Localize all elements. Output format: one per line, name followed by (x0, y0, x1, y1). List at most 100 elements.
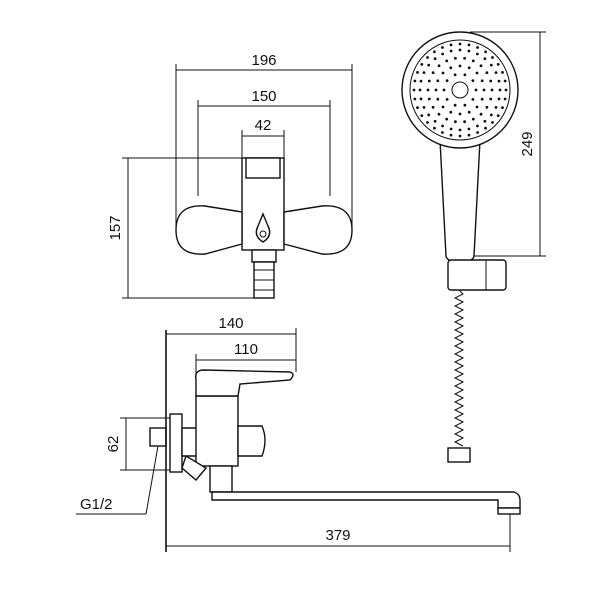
nozzle-dot (479, 112, 483, 116)
nozzle-dot (463, 56, 466, 60)
nozzle-dot (427, 63, 431, 67)
nozzle-dot (441, 52, 444, 56)
nozzle-dot (458, 128, 462, 132)
nozzle-dot (420, 63, 424, 66)
nozzle-dot (449, 110, 453, 114)
dim-front-body-width: 42 (241, 117, 285, 158)
spout (211, 491, 521, 509)
dim-side-projection: 140 (166, 315, 297, 372)
shower-handle (439, 139, 481, 263)
nozzle-dot (494, 106, 498, 109)
nozzle-dot (480, 97, 484, 101)
nozzle-dot (416, 106, 419, 109)
thread-callout: G1/2 (76, 445, 159, 515)
nozzle-dot (449, 43, 453, 47)
dim-label: 140 (218, 315, 243, 332)
nozzle-dot (426, 88, 430, 92)
nozzle-dot (482, 88, 486, 92)
nozzle-dot (467, 66, 471, 70)
nozzle-dot (489, 97, 493, 101)
side-body (195, 395, 239, 467)
nozzle-dot (475, 71, 479, 75)
nozzle-dot (458, 64, 462, 68)
nozzle-dot (449, 127, 453, 131)
shower-holder (447, 259, 507, 291)
aerator (497, 507, 521, 515)
nozzle-dot (419, 97, 423, 101)
nozzle-dot (471, 59, 475, 63)
nozzle-dot (485, 71, 489, 75)
nozzle-dot (418, 88, 422, 92)
nozzle-dot (467, 133, 471, 137)
nozzle-dot (484, 126, 487, 130)
nozzle-dot (471, 117, 475, 121)
nozzle-dot (445, 117, 449, 121)
mixer-top-cap (245, 157, 281, 179)
nozzle-dot (419, 79, 423, 83)
nozzle-dot (504, 88, 508, 92)
nozzle-dot (427, 97, 431, 101)
shower-assembly: 249 (401, 31, 546, 463)
side-connector (181, 454, 208, 481)
dim-label: 249 (519, 131, 536, 156)
nozzle-dot (437, 112, 441, 116)
nozzle-dot (449, 66, 453, 70)
nozzle-dot (501, 106, 504, 109)
spout-swivel (209, 465, 233, 493)
nozzle-dot (441, 131, 444, 134)
side-lever (194, 369, 294, 397)
nozzle-dot (497, 79, 501, 83)
nozzle-dot (413, 79, 417, 83)
shower-hose (453, 289, 465, 447)
shower-head (401, 31, 519, 149)
nozzle-dot (483, 57, 487, 61)
nozzle-dot (463, 103, 467, 107)
nozzle-dot (490, 88, 494, 92)
nozzle-dot (489, 113, 493, 117)
nozzle-dot (449, 49, 453, 53)
nozzle-dot (433, 126, 436, 130)
nozzle-dot (496, 63, 500, 66)
dim-side-height: 62 (105, 417, 170, 471)
nozzle-dot (413, 97, 417, 101)
nozzle-dot (427, 113, 431, 117)
nozzle-dot (471, 98, 475, 101)
side-view: 140 110 62 G1/2 379 (76, 315, 521, 552)
nozzle-dot (463, 120, 466, 124)
shower-center-button (451, 81, 469, 99)
nozzle-dot (431, 71, 435, 75)
nozzle-dot (476, 52, 479, 56)
nozzle-dot (437, 64, 441, 68)
diverter-knob (237, 425, 266, 457)
nozzle-dot (503, 97, 507, 101)
nozzle-dot (479, 64, 483, 68)
dim-side-lever: 110 (195, 341, 296, 396)
nozzle-dot (476, 124, 479, 128)
nozzle-dot (484, 50, 487, 54)
dim-label: 157 (107, 215, 124, 240)
dim-front-overall-width: 196 (175, 52, 353, 230)
nozzle-dot (431, 105, 435, 109)
nozzle-dot (434, 88, 438, 92)
dim-front-centers: 150 (197, 88, 331, 196)
nozzle-dot (491, 121, 494, 124)
nozzle-dot (494, 71, 498, 74)
outlet-nut (251, 249, 277, 263)
nozzle-dot (491, 56, 494, 59)
dim-front-height: 157 (107, 157, 254, 299)
dim-label: 150 (251, 88, 276, 105)
nozzle-dot (416, 71, 419, 74)
nozzle-dot (458, 112, 462, 116)
nozzle-dot (496, 114, 500, 117)
nozzle-dot (436, 97, 440, 101)
nozzle-dot (412, 88, 416, 92)
nozzle-dot (422, 71, 426, 74)
nozzle-dot (422, 106, 426, 109)
nozzle-dot (433, 119, 437, 123)
nozzle-dot (474, 88, 478, 92)
shower-nozzles (412, 42, 508, 138)
nozzle-dot (449, 133, 453, 137)
hose-nut (447, 447, 471, 463)
nozzle-dot (453, 73, 457, 77)
